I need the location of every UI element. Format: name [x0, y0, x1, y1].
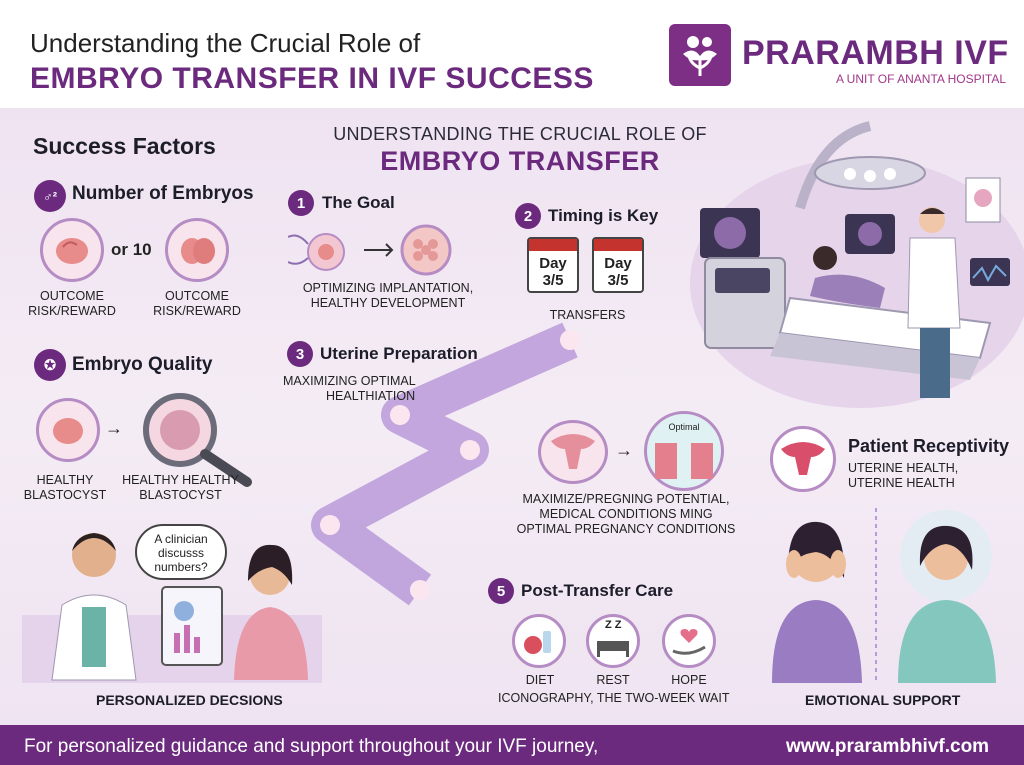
- uterus-icon: [770, 426, 836, 492]
- endometrium-lining-icon: Optimal: [644, 411, 724, 491]
- goal-title: The Goal: [322, 193, 395, 212]
- emotional-support-illustration: [772, 508, 996, 683]
- number-of-embryos-title: Number of Embryos: [72, 183, 254, 204]
- step-5-number: 5: [488, 578, 514, 604]
- doctor-consultation-illustration: [22, 533, 322, 683]
- quality-label-right: HEALTHY HEALTHY BLASTOCYST: [122, 473, 239, 502]
- uterine-preparation-title: Uterine Preparation: [320, 344, 478, 363]
- header-title: EMBRYO TRANSFER IN IVF SUCCESS: [30, 62, 594, 95]
- bed-icon: Z Z: [586, 614, 640, 668]
- journey-path-ribbon: [311, 322, 580, 606]
- embryo-count-icon: ♂²: [34, 180, 66, 212]
- heart-hand-icon: [662, 614, 716, 668]
- center-title: EMBRYO TRANSFER: [380, 146, 660, 176]
- emotional-support-label: EMOTIONAL SUPPORT: [805, 692, 961, 708]
- two-week-wait-caption: ICONOGRAPHY, THE TWO-WEEK WAIT: [498, 691, 730, 705]
- quality-badge-icon: ✪: [34, 349, 66, 381]
- embryo-icon: [36, 398, 100, 462]
- post-transfer-care-title: Post-Transfer Care: [521, 581, 674, 600]
- footer-message: For personalized guidance and support th…: [24, 736, 599, 757]
- rest-label: REST: [596, 673, 630, 687]
- calendar-icon: Day 3/5: [592, 237, 644, 293]
- calendar-icon: Day 3/5: [527, 237, 579, 293]
- step-1-number: 1: [288, 190, 314, 216]
- center-subtitle: UNDERSTANDING THE CRUCIAL ROLE OF: [333, 124, 707, 144]
- receptivity-description: UTERINE HEALTH, UTERINE HEALTH: [848, 461, 959, 490]
- header: [0, 0, 1024, 108]
- quality-label-left: HEALTHY BLASTOCYST: [23, 473, 107, 502]
- header-subtitle: Understanding the Crucial Role of: [30, 28, 421, 58]
- brand-name: PRARAMBH IVF: [742, 34, 1009, 72]
- maximize-description: MAXIMIZE/PREGNING POTENTIAL, MEDICAL CON…: [516, 492, 736, 536]
- magnifying-glass-icon: [135, 388, 260, 488]
- sperm-egg-illustration: [288, 224, 452, 276]
- embryos-outcome-left: OUTCOME RISK/REWARD: [28, 289, 116, 318]
- arrow-right-icon: →: [615, 440, 633, 460]
- brand-subtitle: A UNIT OF ANANTA HOSPITAL: [836, 72, 1007, 86]
- embryo-transfer-scene-illustration: [690, 121, 1024, 408]
- embryos-outcome-right: OUTCOME RISK/REWARD: [153, 289, 241, 318]
- timing-title: Timing is Key: [548, 206, 659, 225]
- website-link[interactable]: www.prarambhivf.com: [786, 736, 990, 757]
- goal-description: OPTIMIZING IMPLANTATION, HEALTHY DEVELOP…: [302, 281, 474, 310]
- personalized-decisions-label: PERSONALIZED DECSIONS: [96, 692, 283, 708]
- or-label: or 10: [111, 240, 152, 259]
- step-3-number: 3: [287, 341, 313, 367]
- embryo-twin-icon: [165, 218, 229, 282]
- patient-receptivity-title: Patient Receptivity: [848, 436, 1010, 456]
- apple-icon: [512, 614, 566, 668]
- step-2-number: 2: [515, 203, 541, 229]
- embryo-single-icon: [40, 218, 104, 282]
- footer-bar: [0, 725, 1024, 765]
- arrow-right-icon: →: [105, 418, 123, 438]
- uterus-icon: [538, 420, 608, 484]
- speech-bubble: A clinician discusss numbers?: [135, 524, 227, 580]
- uterine-description: MAXIMIZING OPTIMAL HEALTHIATION: [283, 374, 416, 403]
- embryo-quality-title: Embryo Quality: [72, 354, 213, 375]
- success-factors-heading: Success Factors: [33, 133, 216, 159]
- family-logo-icon: [669, 24, 731, 86]
- hope-label: HOPE: [671, 673, 707, 687]
- diet-label: DIET: [525, 673, 555, 687]
- transfers-label: TRANSFERS: [549, 308, 626, 322]
